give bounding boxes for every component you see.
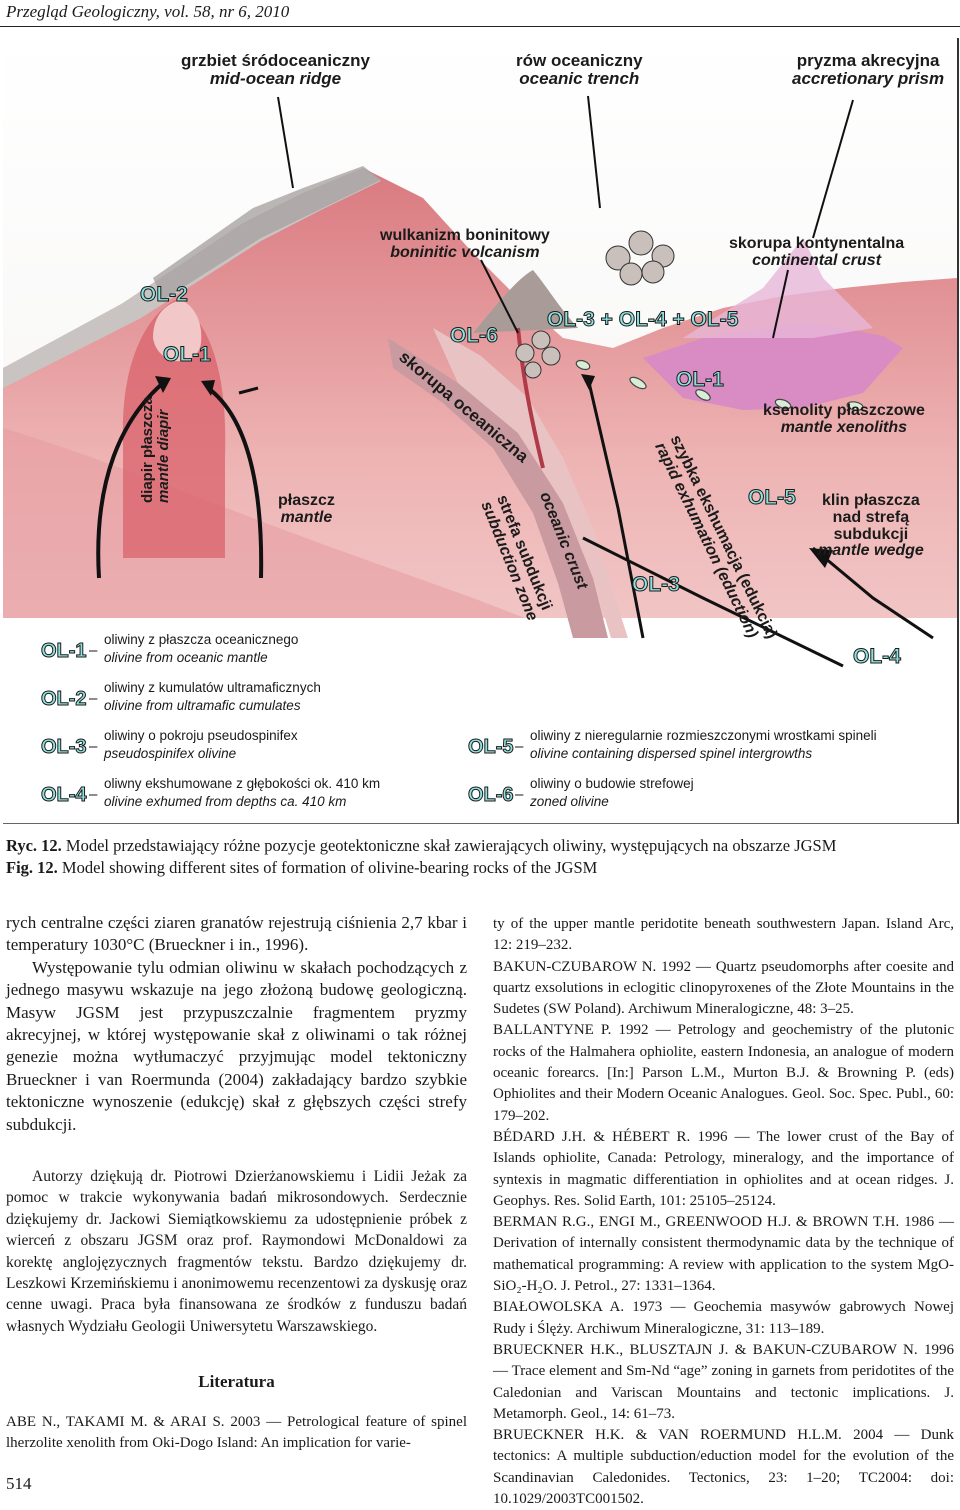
- literature-heading: Literatura: [6, 1372, 467, 1392]
- paragraph: Występowanie tylu odmian oliwinu w skała…: [6, 957, 467, 1136]
- figure-caption-pl: Ryc. 12. Model przedstawiający różne poz…: [6, 836, 836, 856]
- reference: BRUECKNER H.K., BLUSZTAJN J. & BAKUN-CZU…: [493, 1340, 954, 1425]
- paragraph: rych centralne części ziaren granatów re…: [6, 912, 467, 957]
- legend-dash: –: [89, 690, 97, 707]
- tag-ol4: OL-4: [853, 645, 901, 669]
- reference-abe: ABE N., TAKAMI M. & ARAI S. 2003 — Petro…: [6, 1412, 467, 1454]
- tag-ol3-4-5: OL-3 + OL-4 + OL-5: [547, 308, 738, 332]
- tag-ol2: OL-2: [140, 283, 188, 307]
- reference: BERMAN R.G., ENGI M., GREENWOOD H.J. & B…: [493, 1212, 954, 1297]
- legend-tag-ol1: OL-1: [41, 640, 87, 663]
- reference: BÉDARD J.H. & HÉBERT R. 1996 — The lower…: [493, 1127, 954, 1212]
- legend-tag-ol6: OL-6: [468, 784, 514, 807]
- tag-ol3: OL-3: [632, 573, 680, 597]
- body-text: rych centralne części ziaren granatów re…: [6, 912, 467, 1136]
- figure-caption-en: Fig. 12. Model showing different sites o…: [6, 858, 597, 878]
- page-number: 514: [6, 1474, 32, 1494]
- reference: ty of the upper mantle peridotite beneat…: [493, 914, 954, 957]
- legend-text-ol4: oliwny ekshumowane z głębokości ok. 410 …: [104, 775, 380, 811]
- legend-tag-ol3: OL-3: [41, 736, 87, 759]
- tag-ol1-wedge: OL-1: [676, 368, 724, 392]
- reference: BALLANTYNE P. 1992 — Petrology and geoch…: [493, 1020, 954, 1126]
- legend-tag-ol2: OL-2: [41, 688, 87, 711]
- legend-dash: –: [89, 642, 97, 659]
- running-head: Przegląd Geologiczny, vol. 58, nr 6, 201…: [6, 2, 289, 22]
- legend-dash: –: [515, 738, 523, 755]
- tag-ol6: OL-6: [450, 324, 498, 348]
- acknowledgements: Autorzy dziękują dr. Piotrowi Dzierżanow…: [6, 1166, 467, 1337]
- references-right: ty of the upper mantle peridotite beneat…: [493, 914, 954, 1510]
- legend-dash: –: [515, 786, 523, 803]
- header-rule: [0, 26, 960, 27]
- legend-dash: –: [89, 738, 97, 755]
- reference: BRUECKNER H.K. & VAN ROERMUND H.L.M. 200…: [493, 1425, 954, 1510]
- legend-text-ol5: oliwiny z nieregularnie rozmieszczonymi …: [530, 727, 877, 763]
- legend-area-right: [443, 703, 957, 823]
- tag-ol5: OL-5: [748, 486, 796, 510]
- legend-tag-ol4: OL-4: [41, 784, 87, 807]
- legend-dash: –: [89, 786, 97, 803]
- reference: BAKUN-CZUBAROW N. 1992 — Quartz pseudomo…: [493, 957, 954, 1021]
- legend-tag-ol5: OL-5: [468, 736, 514, 759]
- reference: BIAŁOWOLSKA A. 1973 — Geochemia masywów …: [493, 1297, 954, 1340]
- tag-ol1-diapir: OL-1: [163, 343, 211, 367]
